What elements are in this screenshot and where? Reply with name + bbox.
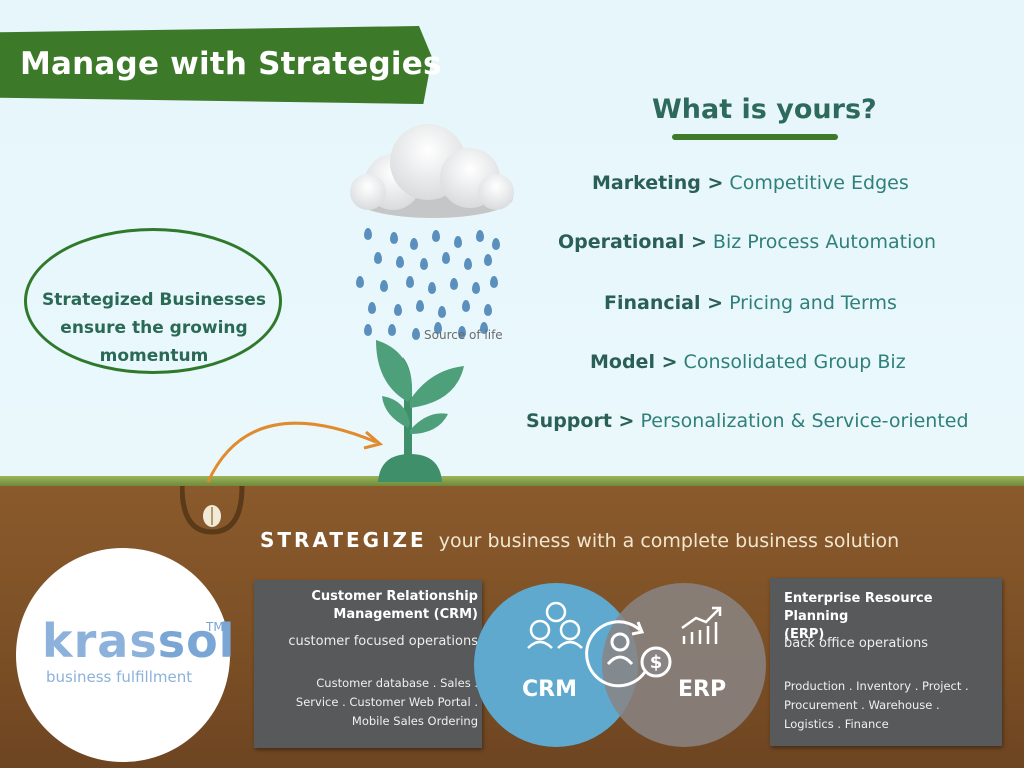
raindrop-icon xyxy=(380,280,388,292)
people-icon xyxy=(527,601,583,649)
raindrop-icon xyxy=(432,230,440,242)
strategy-item-value: Consolidated Group Biz xyxy=(683,351,906,373)
crm-box xyxy=(254,580,482,748)
cloud-icon xyxy=(350,124,514,218)
yours-heading: What is yours? xyxy=(652,94,877,125)
strategy-item-value: Competitive Edges xyxy=(729,172,909,194)
raindrop-icon xyxy=(416,300,424,312)
growth-arrow xyxy=(180,421,384,535)
raindrop-icon xyxy=(462,300,470,312)
momentum-text: Strategized Businesses ensure the growin… xyxy=(28,286,280,370)
raindrop-icon xyxy=(406,276,414,288)
raindrop-icon xyxy=(484,254,492,266)
rain-caption: Source of life xyxy=(424,328,503,342)
strategize-rest: your business with a complete business s… xyxy=(438,530,900,552)
erp-box xyxy=(770,578,1002,746)
raindrop-icon xyxy=(442,252,450,264)
momentum-line: ensure the growing xyxy=(60,318,248,338)
crm-label: CRM xyxy=(522,677,577,702)
raindrop-icon xyxy=(492,238,500,250)
erp-label: ERP xyxy=(678,677,727,702)
logo-part: sol xyxy=(157,614,236,668)
raindrop-icon xyxy=(434,322,442,334)
erp-body-line: Production . Inventory . Project . xyxy=(784,679,969,693)
crm-subtitle: customer focused operations xyxy=(288,634,478,649)
svg-text:$: $ xyxy=(650,652,663,673)
strategy-item-support: Support > Personalization & Service-orie… xyxy=(526,410,969,432)
strategy-item-financial: Financial > Pricing and Terms xyxy=(604,292,897,314)
strategy-item-head: Financial > xyxy=(604,292,724,314)
crm-title-line: Customer Relationship xyxy=(311,589,478,604)
raindrop-icon xyxy=(458,326,466,338)
logo-wordmark: krassol xyxy=(42,614,235,668)
raindrop-icon xyxy=(356,276,364,288)
grass-line xyxy=(0,476,1024,486)
title-banner xyxy=(0,26,432,104)
raindrop-icon xyxy=(480,322,488,334)
strategy-item-value: Biz Process Automation xyxy=(712,231,937,253)
crm-body-line: Service . Customer Web Portal . xyxy=(295,695,478,709)
raindrop-icon xyxy=(484,304,492,316)
growth-chart-icon xyxy=(681,606,722,644)
crm-body-line: Mobile Sales Ordering xyxy=(351,714,478,728)
raindrop-icon xyxy=(464,258,472,270)
momentum-ellipse xyxy=(24,228,282,374)
raindrop-icon xyxy=(364,324,372,336)
raindrop-icon xyxy=(390,232,398,244)
plant-icon xyxy=(376,340,464,482)
raindrop-icon xyxy=(438,306,446,318)
strategy-item-operational: Operational > Biz Process Automation xyxy=(558,231,936,253)
erp-subtitle: back office operations xyxy=(784,636,929,651)
strategize-word: STRATEGIZE xyxy=(260,528,427,552)
raindrop-icon xyxy=(476,230,484,242)
erp-body-line: Procurement . Warehouse . xyxy=(784,698,940,712)
strategy-item-value: Personalization & Service-oriented xyxy=(640,410,969,432)
logo-part: kras xyxy=(42,614,158,668)
momentum-line: Strategized Businesses xyxy=(42,290,266,310)
erp-body: Production . Inventory . Project . Procu… xyxy=(784,677,998,734)
erp-title-line: (ERP) xyxy=(784,627,825,642)
strategy-item-head: Support > xyxy=(526,410,635,432)
raindrop-icon xyxy=(394,304,402,316)
strategy-item-value: Pricing and Terms xyxy=(729,292,897,314)
raindrop-icon xyxy=(364,228,372,240)
strategy-item-marketing: Marketing > Competitive Edges xyxy=(592,172,909,194)
erp-circle xyxy=(602,583,766,747)
raindrop-icon xyxy=(490,276,498,288)
dollar-cycle-icon xyxy=(585,620,672,688)
raindrop-icon xyxy=(396,256,404,268)
raindrop-icon xyxy=(410,238,418,250)
raindrop-icon xyxy=(450,278,458,290)
raindrop-icon xyxy=(454,236,462,248)
raindrop-icon xyxy=(472,282,480,294)
strategy-item-model: Model > Consolidated Group Biz xyxy=(590,351,906,373)
strategy-item-head: Model > xyxy=(590,351,678,373)
strategize-line: STRATEGIZE your business with a complete … xyxy=(260,528,899,552)
strategy-item-head: Operational > xyxy=(558,231,707,253)
crm-body: Customer database . Sales . Service . Cu… xyxy=(268,674,478,731)
raindrop-icon xyxy=(428,282,436,294)
logo-tagline: business fulfillment xyxy=(46,668,193,686)
momentum-line: momentum xyxy=(99,346,209,366)
page-title: Manage with Strategies xyxy=(20,46,442,82)
logo-tm: TM xyxy=(206,620,224,634)
erp-title: Enterprise Resource Planning (ERP) xyxy=(784,590,998,644)
raindrop-icon xyxy=(412,328,420,340)
erp-title-line: Enterprise Resource Planning xyxy=(784,591,933,624)
crm-erp-venn: $ xyxy=(474,583,766,747)
raindrop-icon xyxy=(388,324,396,336)
crm-title: Customer Relationship Management (CRM) xyxy=(276,588,478,624)
strategy-item-head: Marketing > xyxy=(592,172,724,194)
erp-body-line: Logistics . Finance xyxy=(784,717,889,731)
raindrop-icon xyxy=(368,302,376,314)
raindrop-icon xyxy=(420,258,428,270)
yours-underline xyxy=(672,134,838,140)
raindrop-icon xyxy=(374,252,382,264)
logo-circle xyxy=(16,548,230,762)
crm-circle xyxy=(474,583,638,747)
crm-title-line: Management (CRM) xyxy=(333,607,478,622)
crm-body-line: Customer database . Sales . xyxy=(316,676,478,690)
